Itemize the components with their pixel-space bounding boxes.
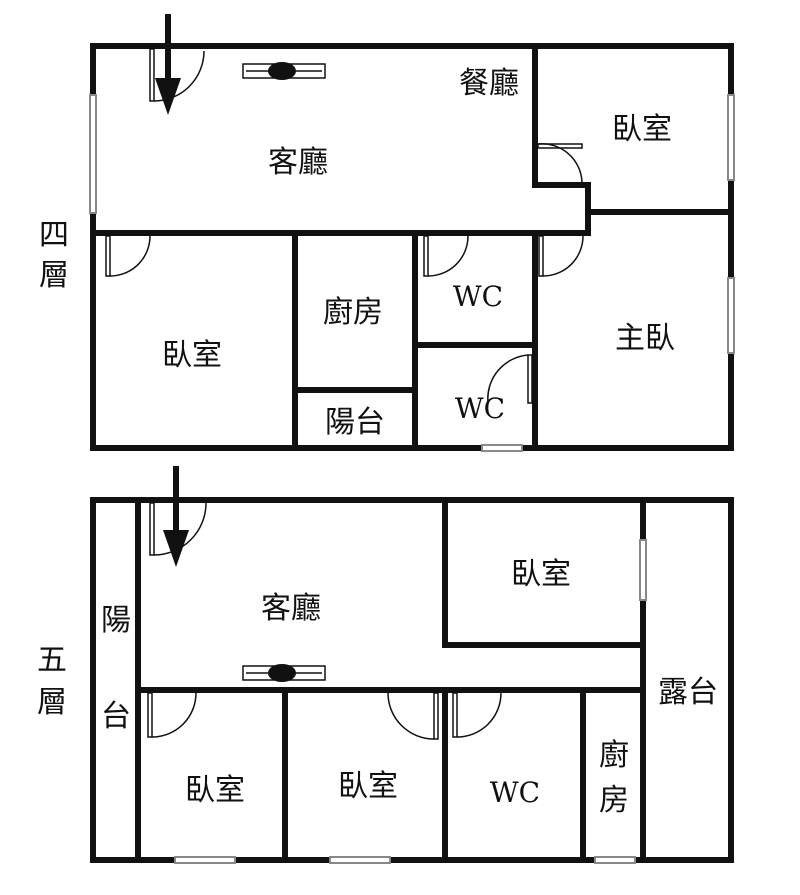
entrance-arrow-icon — [163, 466, 189, 567]
window-icon — [594, 856, 636, 864]
room-label-living: 客廳 — [268, 145, 328, 180]
room-label-bedroom: 臥室 — [612, 112, 672, 147]
floor-label: 四 — [39, 218, 69, 253]
room-label-kitchen: 房 — [599, 783, 629, 818]
room-label-bedroom: 臥室 — [511, 557, 571, 592]
window-icon — [727, 94, 735, 181]
room-label-balcony: 陽 — [101, 603, 131, 638]
window-icon — [89, 94, 97, 214]
room-label-bedroom: 臥室 — [162, 338, 222, 373]
window-icon — [639, 539, 647, 601]
door-swing-icon — [538, 235, 584, 277]
window-icon — [174, 856, 236, 864]
room-label-wc: WC — [453, 280, 503, 313]
entrance-arrow-icon — [155, 14, 181, 115]
ceiling-fan-icon — [242, 664, 326, 682]
floor-label: 層 — [37, 685, 67, 720]
door-swing-icon — [387, 692, 439, 740]
door-swing-icon — [147, 692, 197, 738]
window-icon — [727, 277, 735, 354]
door-swing-icon — [149, 502, 207, 556]
floor-label: 層 — [39, 258, 69, 293]
window-icon — [329, 856, 391, 864]
room-label-balcony: 陽台 — [325, 405, 385, 440]
room-label-bedroom: 臥室 — [185, 773, 245, 808]
door-swing-icon — [149, 48, 205, 102]
floor-5-outer-wall — [90, 497, 734, 863]
room-label-dining: 餐廳 — [459, 66, 519, 101]
ceiling-fan-icon — [242, 62, 326, 80]
room-label-wc: WC — [455, 392, 505, 425]
room-label-kitchen: 廚 — [599, 738, 629, 773]
door-swing-icon — [487, 354, 533, 404]
room-label-bedroom: 臥室 — [338, 769, 398, 804]
floor-4-plan: 客廳 餐廳 臥室 臥室 廚房 WC WC 陽台 主臥 四 層 — [39, 14, 735, 452]
room-label-living: 客廳 — [261, 591, 321, 626]
floor-label: 五 — [37, 643, 67, 678]
room-label-kitchen: 廚房 — [323, 295, 383, 330]
door-swing-icon — [537, 143, 583, 183]
room-label-balcony: 台 — [101, 699, 131, 734]
floor-5-plan: 客廳 臥室 陽 台 露台 臥室 臥室 WC 廚 房 五 層 — [37, 466, 734, 864]
window-icon — [481, 444, 523, 452]
door-swing-icon — [423, 235, 469, 277]
room-label-wc: WC — [490, 776, 540, 809]
door-swing-icon — [105, 235, 151, 277]
room-label-master-bedroom: 主臥 — [615, 321, 675, 356]
door-swing-icon — [452, 692, 502, 738]
room-label-terrace: 露台 — [658, 675, 718, 710]
